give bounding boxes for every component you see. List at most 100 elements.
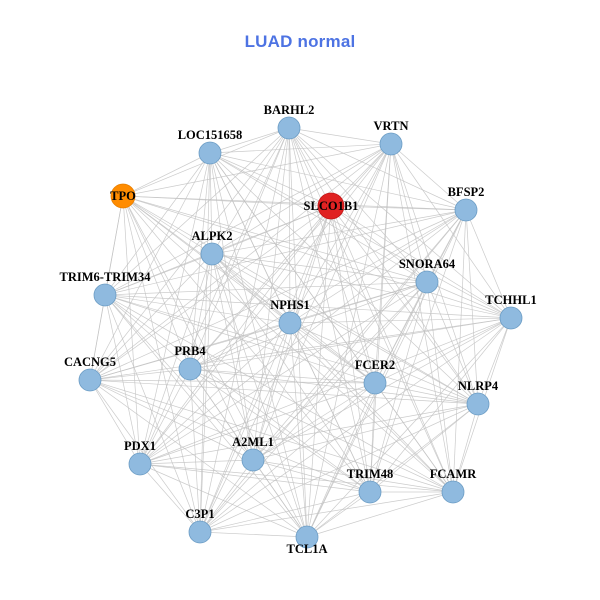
network-edge xyxy=(209,152,332,207)
figure-title: LUAD normal xyxy=(244,32,356,51)
network-edge xyxy=(104,143,392,296)
network-edge xyxy=(139,463,201,533)
network-edge xyxy=(104,152,211,296)
network-edge xyxy=(104,294,479,405)
network-edge xyxy=(209,143,392,154)
network-node-PRB4 xyxy=(178,357,202,381)
network-edge xyxy=(306,281,428,538)
network-edge xyxy=(390,143,454,493)
network-edge xyxy=(209,152,254,461)
network-node-LOC151658 xyxy=(198,141,222,165)
network-node-TPO xyxy=(110,183,136,209)
network-edge xyxy=(211,209,467,255)
network-edge xyxy=(122,195,371,493)
network-node-TCHHL1 xyxy=(499,306,523,330)
network-edge xyxy=(139,127,290,465)
network-edge xyxy=(252,459,454,493)
network-edge xyxy=(306,382,376,538)
network-node-label-FCER2: FCER2 xyxy=(355,358,395,372)
network-node-A2ML1 xyxy=(241,448,265,472)
network-edge xyxy=(390,143,428,283)
network-node-TRIM48 xyxy=(358,480,382,504)
network-edge xyxy=(104,294,141,465)
network-edge xyxy=(211,253,291,324)
network-edge xyxy=(330,143,392,207)
network-edge xyxy=(104,294,376,384)
network-edge xyxy=(89,379,376,384)
network-edge xyxy=(306,205,332,538)
network-edge xyxy=(199,531,308,538)
network-edge xyxy=(374,382,479,405)
network-edge xyxy=(122,195,308,538)
network-edge xyxy=(306,317,512,538)
network-node-label-BARHL2: BARHL2 xyxy=(264,103,315,117)
network-node-label-NPHS1: NPHS1 xyxy=(270,298,310,312)
network-edge xyxy=(289,322,371,493)
network-node-label-NLRP4: NLRP4 xyxy=(458,379,499,393)
network-edge xyxy=(199,459,254,533)
network-node-label-TRIM6-TRIM34: TRIM6-TRIM34 xyxy=(60,270,152,284)
network-node-label-TRIM48: TRIM48 xyxy=(347,467,394,481)
network-node-NPHS1 xyxy=(278,311,302,335)
network-edge xyxy=(209,152,213,255)
network-edge xyxy=(465,209,479,405)
network-edge xyxy=(288,127,428,283)
network-edge xyxy=(189,205,332,370)
network-edge xyxy=(252,127,290,461)
network-edge xyxy=(369,209,467,493)
network-edge xyxy=(374,281,428,384)
network-edge xyxy=(189,322,291,370)
network-edge xyxy=(209,127,290,154)
network-edge xyxy=(374,317,512,384)
network-edge xyxy=(122,143,392,197)
network-node-FCAMR xyxy=(441,480,465,504)
network-edge xyxy=(288,127,512,319)
network-edge xyxy=(199,281,428,533)
network-edge xyxy=(122,195,454,493)
network-edge xyxy=(104,294,512,319)
network-edge xyxy=(369,317,512,493)
network-edge xyxy=(211,253,479,405)
network-edge xyxy=(211,253,428,283)
network-edge xyxy=(104,209,467,296)
network-edge xyxy=(289,205,332,324)
network-edge xyxy=(189,368,479,405)
network-edge xyxy=(390,143,512,319)
network-edge xyxy=(289,322,479,405)
network-edge xyxy=(390,143,467,211)
network-node-BARHL2 xyxy=(277,116,301,140)
network-edge xyxy=(122,195,141,465)
network-edge xyxy=(209,152,512,319)
network-edge xyxy=(139,403,479,465)
network-edge xyxy=(89,317,512,381)
network-node-PDX1 xyxy=(128,452,152,476)
network-edge xyxy=(252,403,479,461)
network-node-FCER2 xyxy=(363,371,387,395)
network-node-label-TPO: TPO xyxy=(110,189,136,203)
network-edge xyxy=(189,317,512,370)
network-edge xyxy=(104,294,254,461)
network-edge xyxy=(289,322,308,538)
network-edge xyxy=(139,317,512,465)
network-edge xyxy=(89,294,106,381)
network-edge xyxy=(89,368,191,381)
network-edge xyxy=(122,195,201,533)
network-node-label-C3P1: C3P1 xyxy=(185,507,214,521)
network-edge xyxy=(211,143,392,255)
network-edge xyxy=(289,143,392,324)
network-node-label-BFSP2: BFSP2 xyxy=(448,185,485,199)
network-edge xyxy=(209,152,467,211)
network-edge xyxy=(139,459,254,465)
network-edge xyxy=(139,253,213,465)
network-edge xyxy=(426,281,512,319)
network-edge xyxy=(199,491,454,533)
network-edge xyxy=(104,253,213,296)
network-edge xyxy=(189,281,428,370)
network-edge xyxy=(211,253,371,493)
network-edge xyxy=(306,491,371,538)
network-edge xyxy=(330,205,512,319)
network-edge xyxy=(122,195,512,319)
network-node-VRTN xyxy=(379,132,403,156)
network-edge xyxy=(104,294,201,533)
